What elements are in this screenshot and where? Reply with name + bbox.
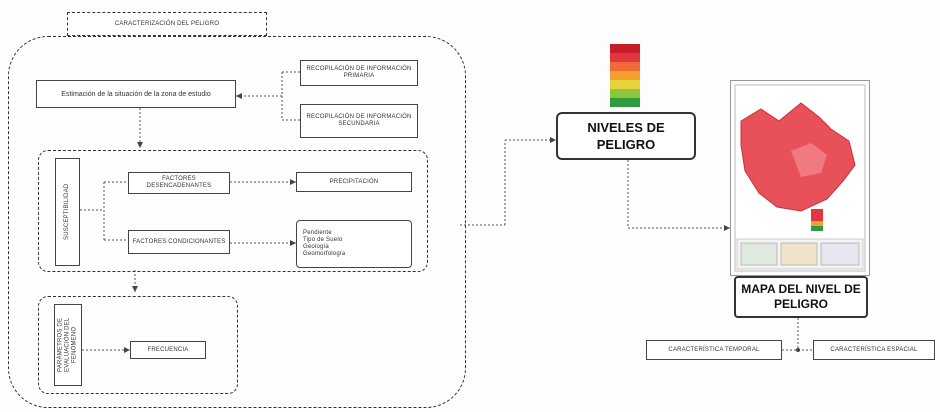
caracteristica-temporal-box: CARACTERÍSTICA TEMPORAL — [646, 340, 782, 360]
factores-desencadenantes-box: FACTORES DESENCADENANTES — [128, 172, 230, 194]
outer-frame — [8, 36, 466, 408]
diagram-title: CARACTERIZACIÓN DEL PELIGRO — [67, 12, 267, 36]
susceptibilidad-group — [38, 150, 428, 272]
recopilacion-primaria-box: RECOPILACIÓN DE INFORMACIÓN PRIMARIA — [300, 60, 418, 86]
susceptibilidad-box: SUSCEPTIBILIDAD — [55, 158, 80, 266]
frecuencia-box: FRECUENCIA — [130, 341, 206, 359]
parametros-group — [38, 296, 238, 394]
map-shape-icon — [734, 84, 866, 272]
condicionante-item: Geomorfología — [303, 251, 346, 257]
hazard-map-image — [730, 80, 870, 276]
niveles-peligro-box: NIVELES DE PELIGRO — [556, 112, 696, 160]
condicionante-item: Geología — [303, 244, 329, 250]
mapa-nivel-peligro-box: MAPA DEL NIVEL DE PELIGRO — [734, 276, 868, 318]
estimacion-box: Estimación de la situación de la zona de… — [36, 80, 236, 108]
condicionante-item: Tipo de Suelo — [303, 237, 343, 243]
parametros-box: PARÁMETROS DE EVALUACIÓN DEL FENÓMENO — [54, 304, 82, 386]
condicionante-item: Pendiente — [303, 230, 332, 236]
caracteristica-espacial-box: CARACTERÍSTICA ESPACIAL — [813, 340, 935, 360]
precipitacion-box: PRECIPITACIÓN — [296, 172, 412, 192]
condicionantes-list-box: Pendiente Tipo de Suelo Geología Geomorf… — [296, 220, 412, 268]
recopilacion-secundaria-box: RECOPILACIÓN DE INFORMACIÓN SECUNDARIA — [300, 104, 418, 138]
legend-color-strip — [610, 44, 640, 107]
factores-condicionantes-box: FACTORES CONDICIONANTES — [128, 230, 230, 254]
